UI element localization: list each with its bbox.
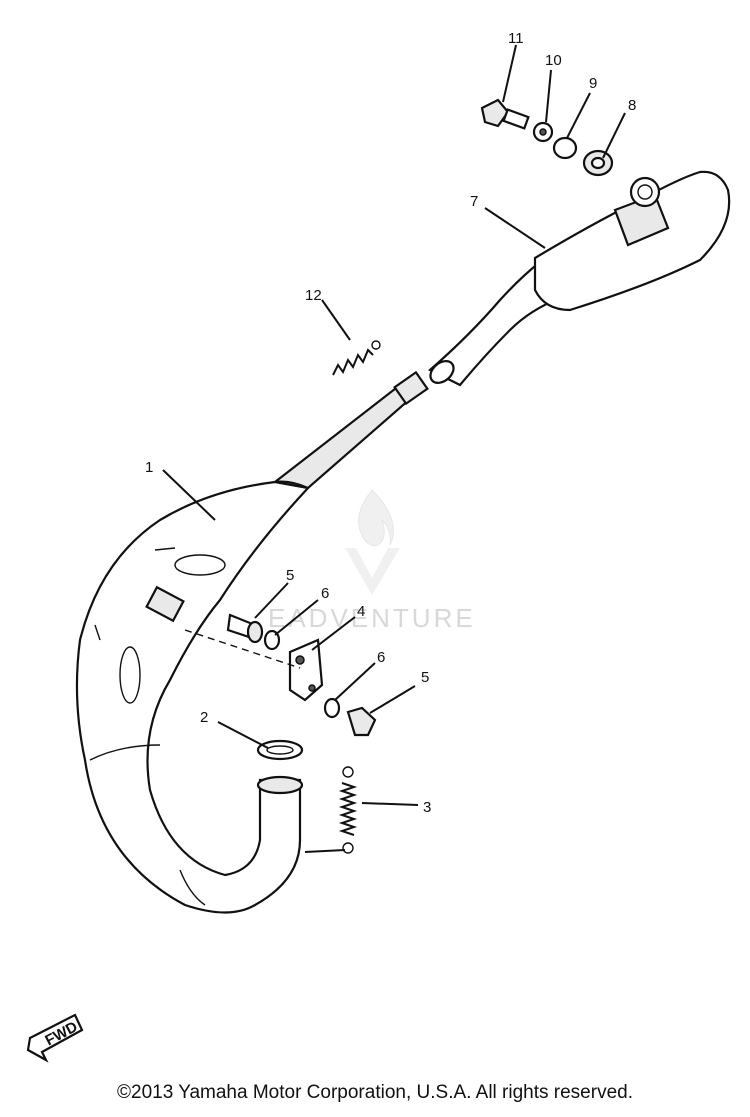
chamber-flange <box>256 775 304 795</box>
spring-part-12 <box>332 340 381 376</box>
gasket-part-2 <box>256 739 304 761</box>
watermark-text: EADVENTURE <box>268 603 476 633</box>
watermark-logo <box>345 489 400 595</box>
copyright-notice: ©2013 Yamaha Motor Corporation, U.S.A. A… <box>117 1082 633 1103</box>
callout-10: 10 <box>545 52 562 69</box>
callout-6-lower: 6 <box>377 649 385 666</box>
callout-2: 2 <box>200 709 208 726</box>
callout-7: 7 <box>470 193 478 210</box>
fwd-arrow-icon: FWD <box>26 1013 84 1063</box>
mounting-axis-line <box>184 629 301 669</box>
callout-5-lower: 5 <box>421 669 429 686</box>
exhaust-chamber-part-1 <box>75 383 421 914</box>
bolt-part-11 <box>480 98 530 130</box>
washer-part-6-lower <box>323 697 341 719</box>
pipe-sleeve <box>393 370 429 406</box>
silencer-part-7 <box>428 170 731 387</box>
callout-9: 9 <box>589 75 597 92</box>
callout-3: 3 <box>423 799 431 816</box>
washer-part-10 <box>532 121 554 143</box>
bolt-part-5-upper <box>226 613 264 644</box>
callout-1: 1 <box>145 459 153 476</box>
leader-lines <box>162 44 626 853</box>
collar-part-9 <box>552 136 578 160</box>
spring-part-3 <box>338 766 358 854</box>
grommet-part-8 <box>582 149 614 177</box>
callout-6-upper: 6 <box>321 585 329 602</box>
bracket-part-4 <box>288 638 324 702</box>
callout-11: 11 <box>508 30 524 47</box>
callout-12: 12 <box>305 287 322 304</box>
callout-4: 4 <box>357 603 365 620</box>
callout-8: 8 <box>628 97 636 114</box>
bolt-part-5-lower <box>346 706 377 737</box>
callout-5-upper: 5 <box>286 567 294 584</box>
